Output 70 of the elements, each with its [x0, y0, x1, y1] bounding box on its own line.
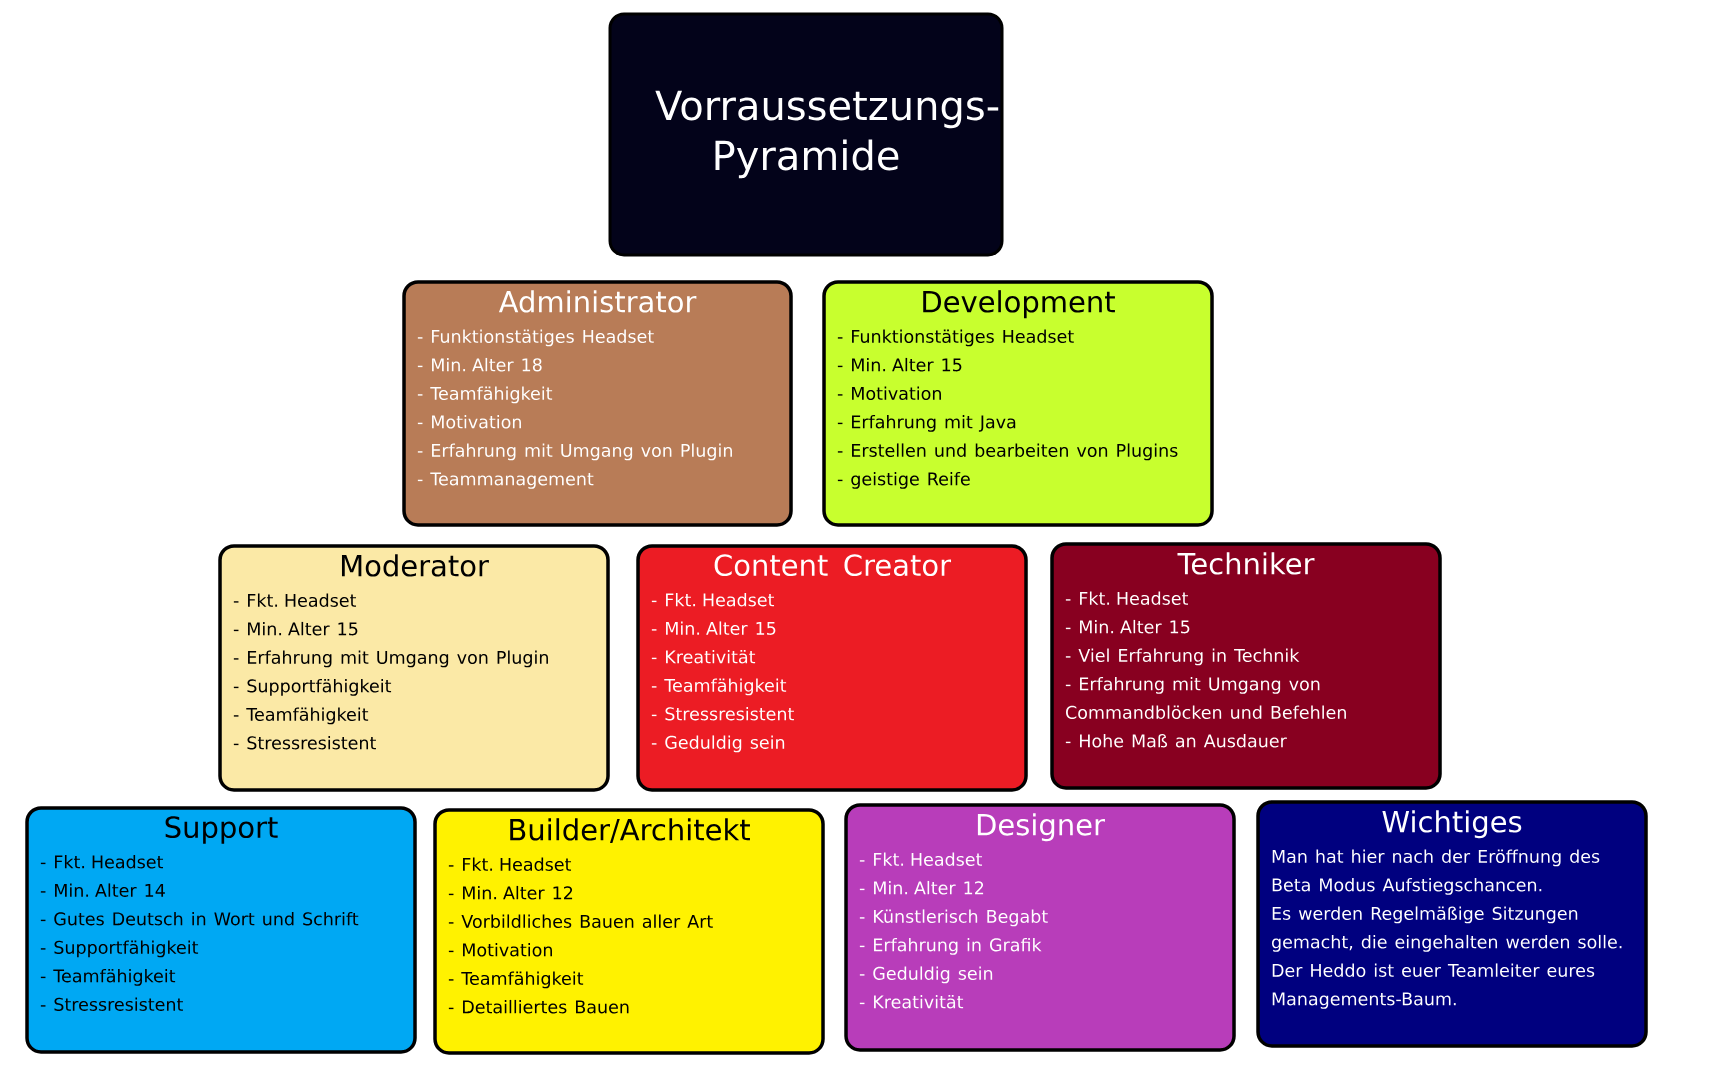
list-item: - Motivation: [448, 942, 552, 957]
list-item: - Fkt. Headset: [233, 593, 356, 607]
card-heading: Designer: [977, 813, 1105, 842]
role-card: [1050, 542, 1442, 790]
list-item: - Stressresistent: [40, 997, 183, 1011]
role-card: [25, 806, 417, 1054]
list-item: - Min. Alter 14: [40, 883, 165, 897]
list-item: - Fkt. Headset: [859, 852, 982, 866]
list-item: - Stressresistent: [233, 735, 376, 750]
title-box: [608, 12, 1004, 257]
list-item: - Geduldig sein: [651, 735, 785, 753]
list-item: - Kreativität: [651, 649, 756, 664]
list-item: - Erfahrung mit Umgang von Plugin: [417, 443, 732, 461]
list-item: - Funktionstätiges Headset: [837, 329, 1074, 347]
list-item: - Erstellen und bearbeiten von Plugins: [837, 443, 1178, 461]
list-item: - Künstlerisch Begabt: [859, 909, 1048, 927]
list-item: - Teammanagement: [417, 472, 594, 489]
list-item: - Teamfähigkeit: [448, 971, 584, 989]
role-card: [636, 544, 1028, 792]
card-heading: Content Creator: [714, 554, 952, 577]
card-heading: Development: [923, 290, 1115, 319]
role-card: [844, 803, 1236, 1052]
list-item: - Supportfähigkeit: [40, 940, 199, 958]
card-heading: Support: [165, 816, 278, 844]
role-card: [402, 280, 793, 527]
list-item: - Min. Alter 12: [448, 885, 573, 900]
list-item: - Kreativität: [859, 994, 964, 1009]
list-item: - Min. Alter 18: [417, 357, 542, 372]
list-item: - Min. Alter 15: [1065, 619, 1190, 634]
list-item: - Stressresistent: [651, 706, 794, 721]
list-item: - Teamfähigkeit: [40, 968, 176, 986]
list-item: - Teamfähigkeit: [233, 707, 369, 725]
list-item: - Erfahrung mit Umgang von Plugin: [233, 650, 548, 668]
role-card: [433, 808, 825, 1055]
list-item: - Teamfähigkeit: [417, 386, 553, 404]
title: Vorraussetzungs- Pyramide: [655, 90, 999, 179]
role-card: [1256, 800, 1648, 1048]
list-item: - Fkt. Headset: [651, 592, 774, 607]
list-item: - Viel Erfahrung in Technik: [1065, 648, 1300, 666]
card-heading: Techniker: [1177, 552, 1315, 575]
list-item: - Min. Alter 15: [651, 621, 776, 635]
list-item: Es werden Regelmäßige Sitzungen gemacht, die eingehalten werden solle.: [1272, 906, 1622, 952]
list-item: - Supportfähigkeit: [233, 678, 392, 696]
list-item: - Motivation: [837, 386, 941, 400]
role-card: [822, 280, 1214, 527]
card-heading: Moderator: [342, 554, 489, 577]
card-heading: Builder/Architekt: [510, 818, 750, 843]
list-item: - Erfahrung in Grafik: [859, 937, 1042, 955]
list-item: - Gutes Deutsch in Wort und Schrift: [40, 911, 359, 926]
list-item: - Geduldig sein: [859, 966, 993, 984]
list-item: - Motivation: [417, 414, 521, 429]
list-item: - Min. Alter 15: [233, 621, 358, 636]
list-item: - Min. Alter 15: [837, 357, 962, 372]
list-item: - Vorbildliches Bauen aller Art: [448, 914, 713, 928]
list-item: - Teamfähigkeit: [651, 678, 787, 696]
list-item: - Hohe Maß an Ausdauer: [1065, 733, 1287, 748]
list-item: - Fkt. Headset: [40, 854, 163, 869]
list-item: - Fkt. Headset: [448, 857, 571, 871]
card-heading: Wichtiges: [1382, 810, 1522, 839]
role-card: [218, 544, 610, 792]
card-heading: Administrator: [498, 290, 697, 313]
list-item: - Funktionstätiges Headset: [417, 329, 654, 347]
list-item: - Erfahrung mit Umgang von Commandblöcken und Befehlen: [1065, 676, 1346, 719]
list-item: - geistige Reife: [837, 471, 970, 489]
list-item: Der Heddo ist euer Teamleiter eures Managements-Baum.: [1272, 963, 1595, 1009]
list-item: - Erfahrung mit Java: [837, 414, 1016, 432]
list-item: - Min. Alter 12: [859, 880, 984, 895]
list-item: - Detailliertes Bauen: [448, 999, 629, 1014]
list-item: Man hat hier nach der Eröffnung des Beta Modus Aufstiegschancen.: [1272, 849, 1600, 895]
list-item: - Fkt. Headset: [1065, 591, 1189, 605]
